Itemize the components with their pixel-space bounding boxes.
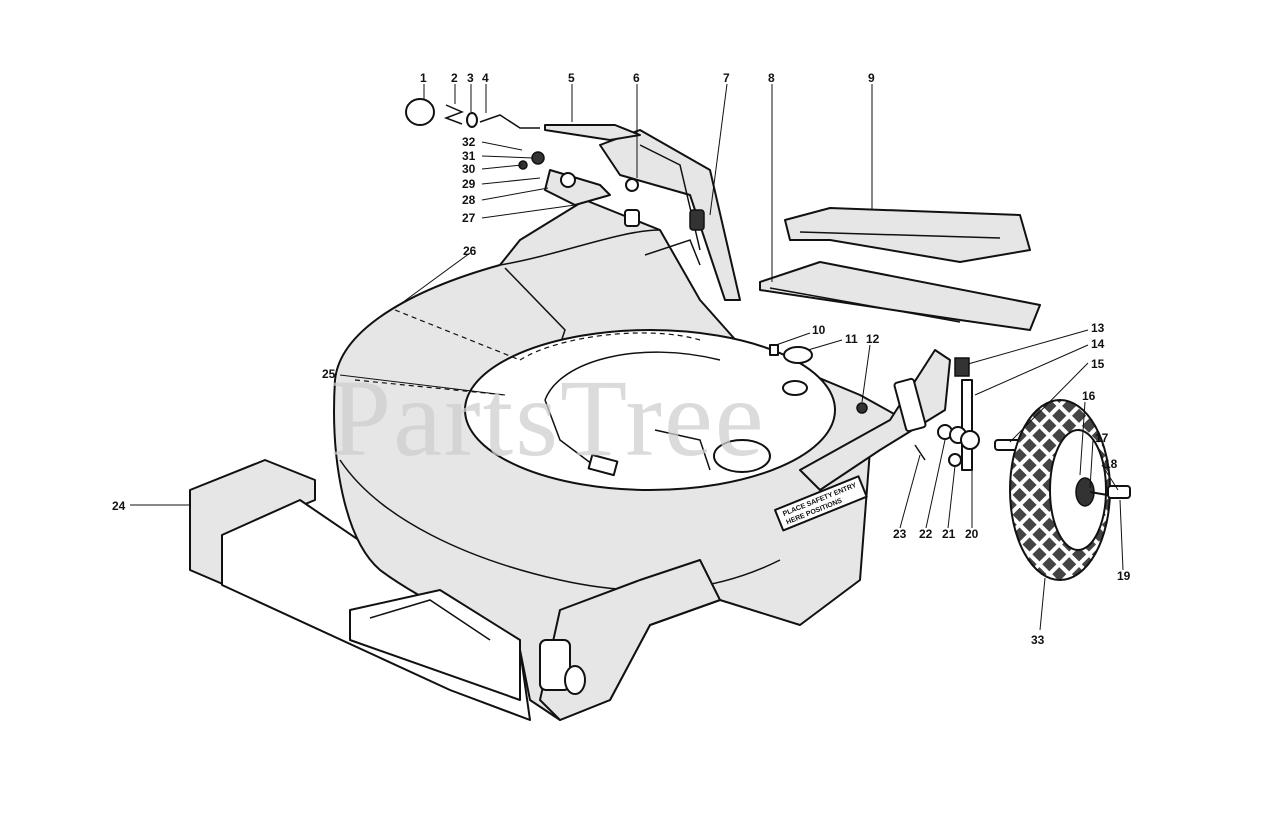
label-4: 4 <box>482 71 489 85</box>
label-2: 2 <box>451 71 458 85</box>
wheel <box>1009 399 1131 581</box>
height-adjust-parts <box>769 344 1024 471</box>
watermark-text: PartsTree <box>330 357 766 479</box>
label-5: 5 <box>568 71 575 85</box>
label-19: 19 <box>1117 569 1131 583</box>
label-3: 3 <box>467 71 474 85</box>
label-23: 23 <box>893 527 907 541</box>
label-14: 14 <box>1091 337 1105 351</box>
label-9: 9 <box>868 71 875 85</box>
label-27: 27 <box>462 211 476 225</box>
label-1: 1 <box>420 71 427 85</box>
label-26: 26 <box>463 244 477 258</box>
mower-deck: PLACE SAFETY ENTRY HERE POSITIONS <box>189 199 951 721</box>
label-16: 16 <box>1082 389 1096 403</box>
label-7: 7 <box>723 71 730 85</box>
label-33: 33 <box>1031 633 1045 647</box>
label-21: 21 <box>942 527 956 541</box>
label-20: 20 <box>965 527 979 541</box>
label-11: 11 <box>845 332 858 346</box>
label-18: 18 <box>1104 457 1118 471</box>
label-13: 13 <box>1091 321 1105 335</box>
label-6: 6 <box>633 71 640 85</box>
label-22: 22 <box>919 527 933 541</box>
label-30: 30 <box>462 162 476 176</box>
label-12: 12 <box>866 332 880 346</box>
label-32: 32 <box>462 135 476 149</box>
baffle <box>759 261 1041 331</box>
label-25: 25 <box>322 367 336 381</box>
leader-lines <box>130 83 1124 631</box>
label-28: 28 <box>462 193 476 207</box>
part-labels: 1 2 3 4 5 6 7 8 9 10 11 12 13 14 15 16 1… <box>112 71 1131 647</box>
label-24: 24 <box>112 499 126 513</box>
label-31: 31 <box>462 149 476 163</box>
spring-parts <box>405 98 545 170</box>
label-29: 29 <box>462 177 476 191</box>
label-8: 8 <box>768 71 775 85</box>
label-10: 10 <box>812 323 826 337</box>
label-17: 17 <box>1095 431 1109 445</box>
handle-bracket-assembly <box>544 124 741 301</box>
label-15: 15 <box>1091 357 1105 371</box>
